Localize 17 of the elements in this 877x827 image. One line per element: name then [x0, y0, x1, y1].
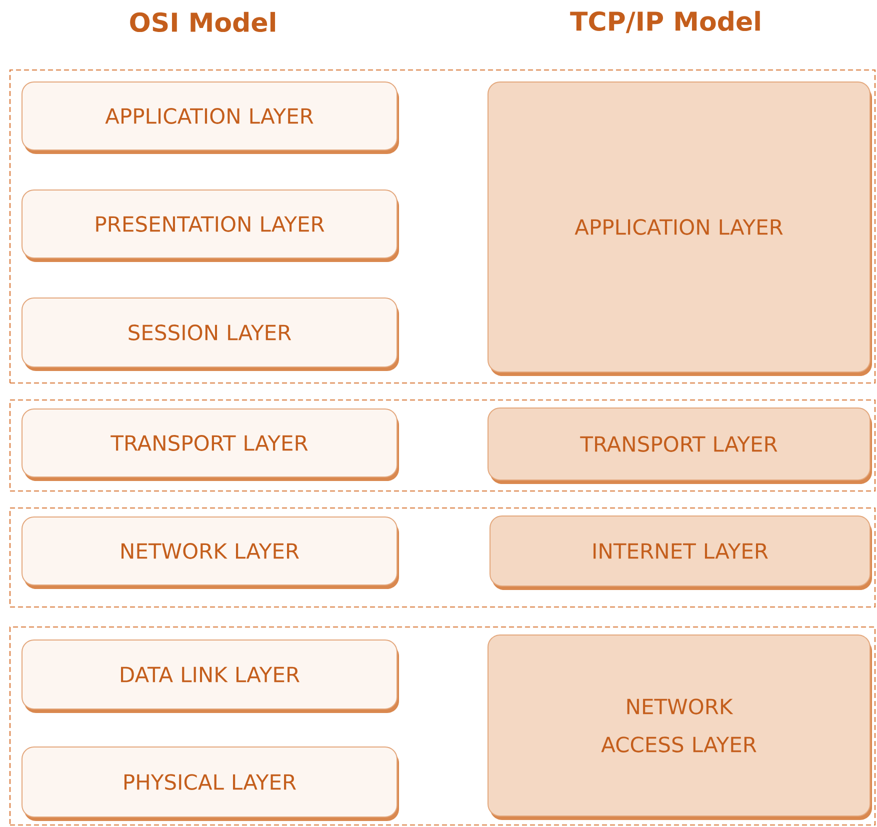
dashed-band — [9, 69, 876, 384]
layer-box: TRANSPORT LAYER — [488, 408, 872, 484]
layer-box: INTERNET LAYER — [490, 516, 872, 590]
layer-box: TRANSPORT LAYER — [22, 408, 399, 481]
dashed-band — [9, 626, 876, 826]
layer-box: NETWORK ACCESS LAYER — [488, 634, 872, 820]
layer-box: NETWORK LAYER — [22, 516, 399, 589]
layer-box: PHYSICAL LAYER — [22, 746, 399, 821]
layer-box: SESSION LAYER — [22, 298, 399, 371]
layer-box: APPLICATION LAYER — [22, 82, 399, 154]
dashed-band — [9, 507, 876, 608]
layer-box: APPLICATION LAYER — [488, 82, 872, 376]
column-heading: OSI Model — [130, 12, 276, 32]
layer-box: PRESENTATION LAYER — [22, 190, 399, 262]
dashed-band — [9, 399, 876, 492]
layer-box: DATA LINK LAYER — [22, 640, 399, 713]
column-heading: TCP/IP Model — [570, 10, 760, 34]
